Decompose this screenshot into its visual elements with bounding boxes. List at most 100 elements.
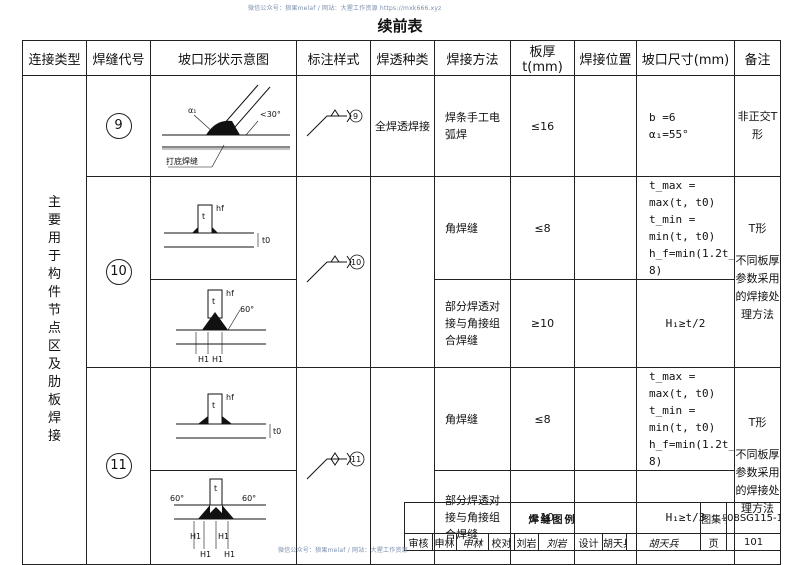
weld-symbol-9: 9	[306, 109, 362, 137]
checker: 刘岩	[514, 533, 539, 551]
weld-symbol-11: 11	[306, 451, 364, 480]
t-label: t	[212, 401, 215, 410]
weld-code-10: 10	[105, 259, 132, 285]
penetration-9: 全焊透焊接	[370, 75, 435, 177]
dim-line: b =6	[649, 111, 676, 124]
remark-10-title: T形	[748, 222, 767, 235]
weld-table: 连接类型 焊缝代号 坡口形状示意图 标注样式 焊透种类 焊接方法 板厚t(mm)…	[22, 40, 781, 565]
method-10b: 部分焊透对接与角接组合焊缝	[434, 279, 511, 368]
groove-diagram-11a: t hf t0	[175, 393, 281, 439]
checker-signature: 刘岩	[538, 533, 575, 551]
alpha-label: α₁	[188, 106, 196, 115]
thickness-11a: ≤8	[510, 367, 575, 471]
table-row: 11 t hf t0 11	[23, 367, 781, 565]
weld-code-11: 11	[105, 453, 132, 479]
hf-label: hf	[226, 289, 234, 298]
root-weld-label: 打底焊缝	[166, 156, 198, 166]
position-10b	[574, 279, 637, 368]
connection-type: 主要用于构件节点区及肋板焊接	[47, 195, 61, 444]
t-label: t	[212, 297, 215, 306]
groove-diagram-10b: t hf 60° H1 H1	[175, 289, 266, 364]
t-label: t	[202, 212, 205, 221]
thickness-10b: ≥10	[510, 279, 575, 368]
position-11a	[574, 367, 637, 471]
angle-label: <30°	[260, 110, 281, 119]
mark-number-11: 11	[351, 455, 361, 464]
remark-9: 非正交T形	[734, 75, 781, 177]
reviewer-signature: 申林	[456, 533, 489, 551]
t-label: t	[214, 484, 217, 493]
diagram-10a: t hf t0	[150, 176, 297, 280]
dim-line: t_max = max(t, t0)	[649, 370, 716, 400]
atlas-number: 08SG115-1	[726, 502, 782, 534]
t0-label: t0	[273, 427, 281, 436]
method-10a: 角焊缝	[434, 176, 511, 280]
thickness-9: ≤16	[510, 75, 575, 177]
header-position: 焊接位置	[574, 40, 637, 76]
mark-number-9: 9	[353, 112, 358, 121]
H1-label: H1	[224, 550, 235, 559]
weld-code-cell: 11	[86, 367, 151, 565]
header-penetration: 焊透种类	[370, 40, 435, 76]
diagram-11b: 60° 60° t H1 H1 H1 H1	[150, 470, 297, 565]
header-row: 连接类型 焊缝代号 坡口形状示意图 标注样式 焊透种类 焊接方法 板厚t(mm)…	[22, 40, 781, 76]
page-number: 101	[726, 533, 782, 551]
H1-label: H1	[200, 550, 211, 559]
position-10a	[574, 176, 637, 280]
header-method: 焊接方法	[434, 40, 511, 76]
weld-symbol-10: 10	[306, 254, 364, 283]
position-9	[574, 75, 637, 177]
header-groove-diagram: 坡口形状示意图	[150, 40, 297, 76]
remark-10: T形 不同板厚参数采用的焊接处理方法	[734, 176, 781, 368]
page-title: 续前表	[377, 17, 423, 35]
diagram-10b: t hf 60° H1 H1	[150, 279, 297, 368]
weld-code-9: 9	[105, 113, 132, 139]
designer: 胡天兵	[602, 533, 627, 551]
groove-size-10b: H₁≥t/2	[636, 279, 735, 368]
H1-label: H1	[190, 532, 201, 541]
mark-number-10: 10	[351, 258, 361, 267]
table-row: t hf 60° H1 H1 部分焊透对接与角接组合焊缝 ≥10 H₁≥t/2	[23, 279, 781, 368]
mark-10: 10	[296, 176, 371, 368]
angle-label: 60°	[242, 494, 256, 503]
groove-size-9: b =6 α₁=55°	[636, 75, 735, 177]
thickness-10a: ≤8	[510, 176, 575, 280]
remark-10-body: 不同板厚参数采用的焊接处理方法	[735, 254, 780, 321]
header-weld-code: 焊缝代号	[86, 40, 151, 76]
atlas-label: 图集号	[700, 502, 728, 534]
groove-size-11a: t_max = max(t, t0) t_min = min(t, t0) h_…	[636, 367, 735, 471]
page-label: 页	[700, 533, 728, 551]
remark-11-title: T形	[748, 416, 767, 429]
diagram-9: α₁ <30° 打底焊缝	[150, 75, 297, 177]
watermark-bottom: 微信公众号：狼果melaf / 网站：大猩工作资源	[278, 547, 408, 554]
dim-line: H₁≥t/2	[665, 317, 706, 330]
header-remark: 备注	[734, 40, 781, 76]
table-row: 10 t hf t0 10	[23, 176, 781, 368]
H1-label: H1	[218, 532, 229, 541]
designer-signature: 胡天兵	[625, 533, 702, 551]
H1-label: H1	[212, 355, 223, 364]
mark-9: 9	[296, 75, 371, 177]
dim-line: α₁=55°	[649, 128, 689, 141]
H1-label: H1	[198, 355, 209, 364]
dim-line: h_f=min(1.2t_min, 8)	[649, 438, 735, 468]
header-connection-type: 连接类型	[22, 40, 87, 76]
check-label: 校对	[488, 533, 515, 551]
title-block: 焊缝图例 图集号 08SG115-1 审核 申林 申林 校对 刘岩 刘岩 设计 …	[403, 502, 782, 551]
angle-label: 60°	[240, 305, 254, 314]
hf-label: hf	[226, 393, 234, 402]
dim-line: h_f=min(1.2t_min, 8)	[649, 247, 735, 277]
angle-label: 60°	[170, 494, 184, 503]
method-9: 焊条手工电弧焊	[434, 75, 511, 177]
groove-diagram-9: α₁ <30° 打底焊缝	[161, 84, 290, 168]
weld-code-cell: 10	[86, 176, 151, 368]
mark-11: 11	[296, 367, 371, 565]
header-mark-style: 标注样式	[296, 40, 371, 76]
groove-diagram-11b: 60° 60° t H1 H1 H1 H1	[170, 478, 266, 559]
groove-size-10a: t_max = max(t, t0) t_min = min(t, t0) h_…	[636, 176, 735, 280]
header-groove-size: 坡口尺寸(mm)	[636, 40, 735, 76]
review-label: 审核	[404, 533, 433, 551]
groove-diagram-10a: t hf t0	[163, 204, 270, 248]
header-thickness: 板厚t(mm)	[510, 40, 575, 76]
dim-line: t_min = min(t, t0)	[649, 213, 716, 243]
